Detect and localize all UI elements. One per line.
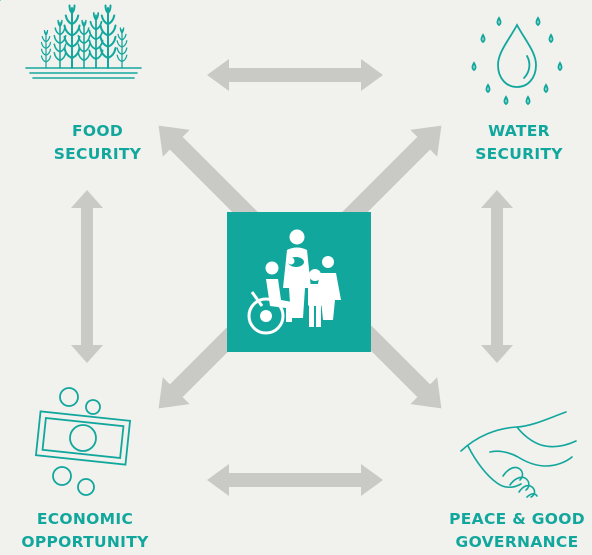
wheat-field-icon xyxy=(0,0,142,79)
node-label-water-security: WATER SECURITY xyxy=(454,120,584,166)
arrow-economic-peace xyxy=(207,464,383,496)
arrow-water-peace xyxy=(481,190,513,363)
economic-label-line2: OPPORTUNITY xyxy=(21,533,149,551)
handshake-icon xyxy=(460,411,577,498)
water-drop-icon xyxy=(471,16,563,106)
food-label-line2: SECURITY xyxy=(53,145,142,163)
arrow-food-water xyxy=(207,59,383,91)
node-label-food-security: FOOD SECURITY xyxy=(30,120,165,166)
economic-label-line1: ECONOMIC xyxy=(36,510,134,528)
arrow-food-economic xyxy=(71,190,103,363)
node-label-peace-governance: PEACE & GOOD GOVERNANCE xyxy=(437,508,592,554)
peace-label-line1: PEACE & GOOD xyxy=(449,510,585,528)
money-coins-icon xyxy=(34,387,132,496)
node-label-economic-opportunity: ECONOMIC OPPORTUNITY xyxy=(10,508,160,554)
water-label-line2: SECURITY xyxy=(475,145,563,163)
food-label-line1: FOOD xyxy=(71,122,123,140)
water-label-line1: WATER xyxy=(488,122,550,140)
people-family-wheelchair-icon xyxy=(247,229,341,335)
peace-label-line2: GOVERNANCE xyxy=(455,533,579,551)
